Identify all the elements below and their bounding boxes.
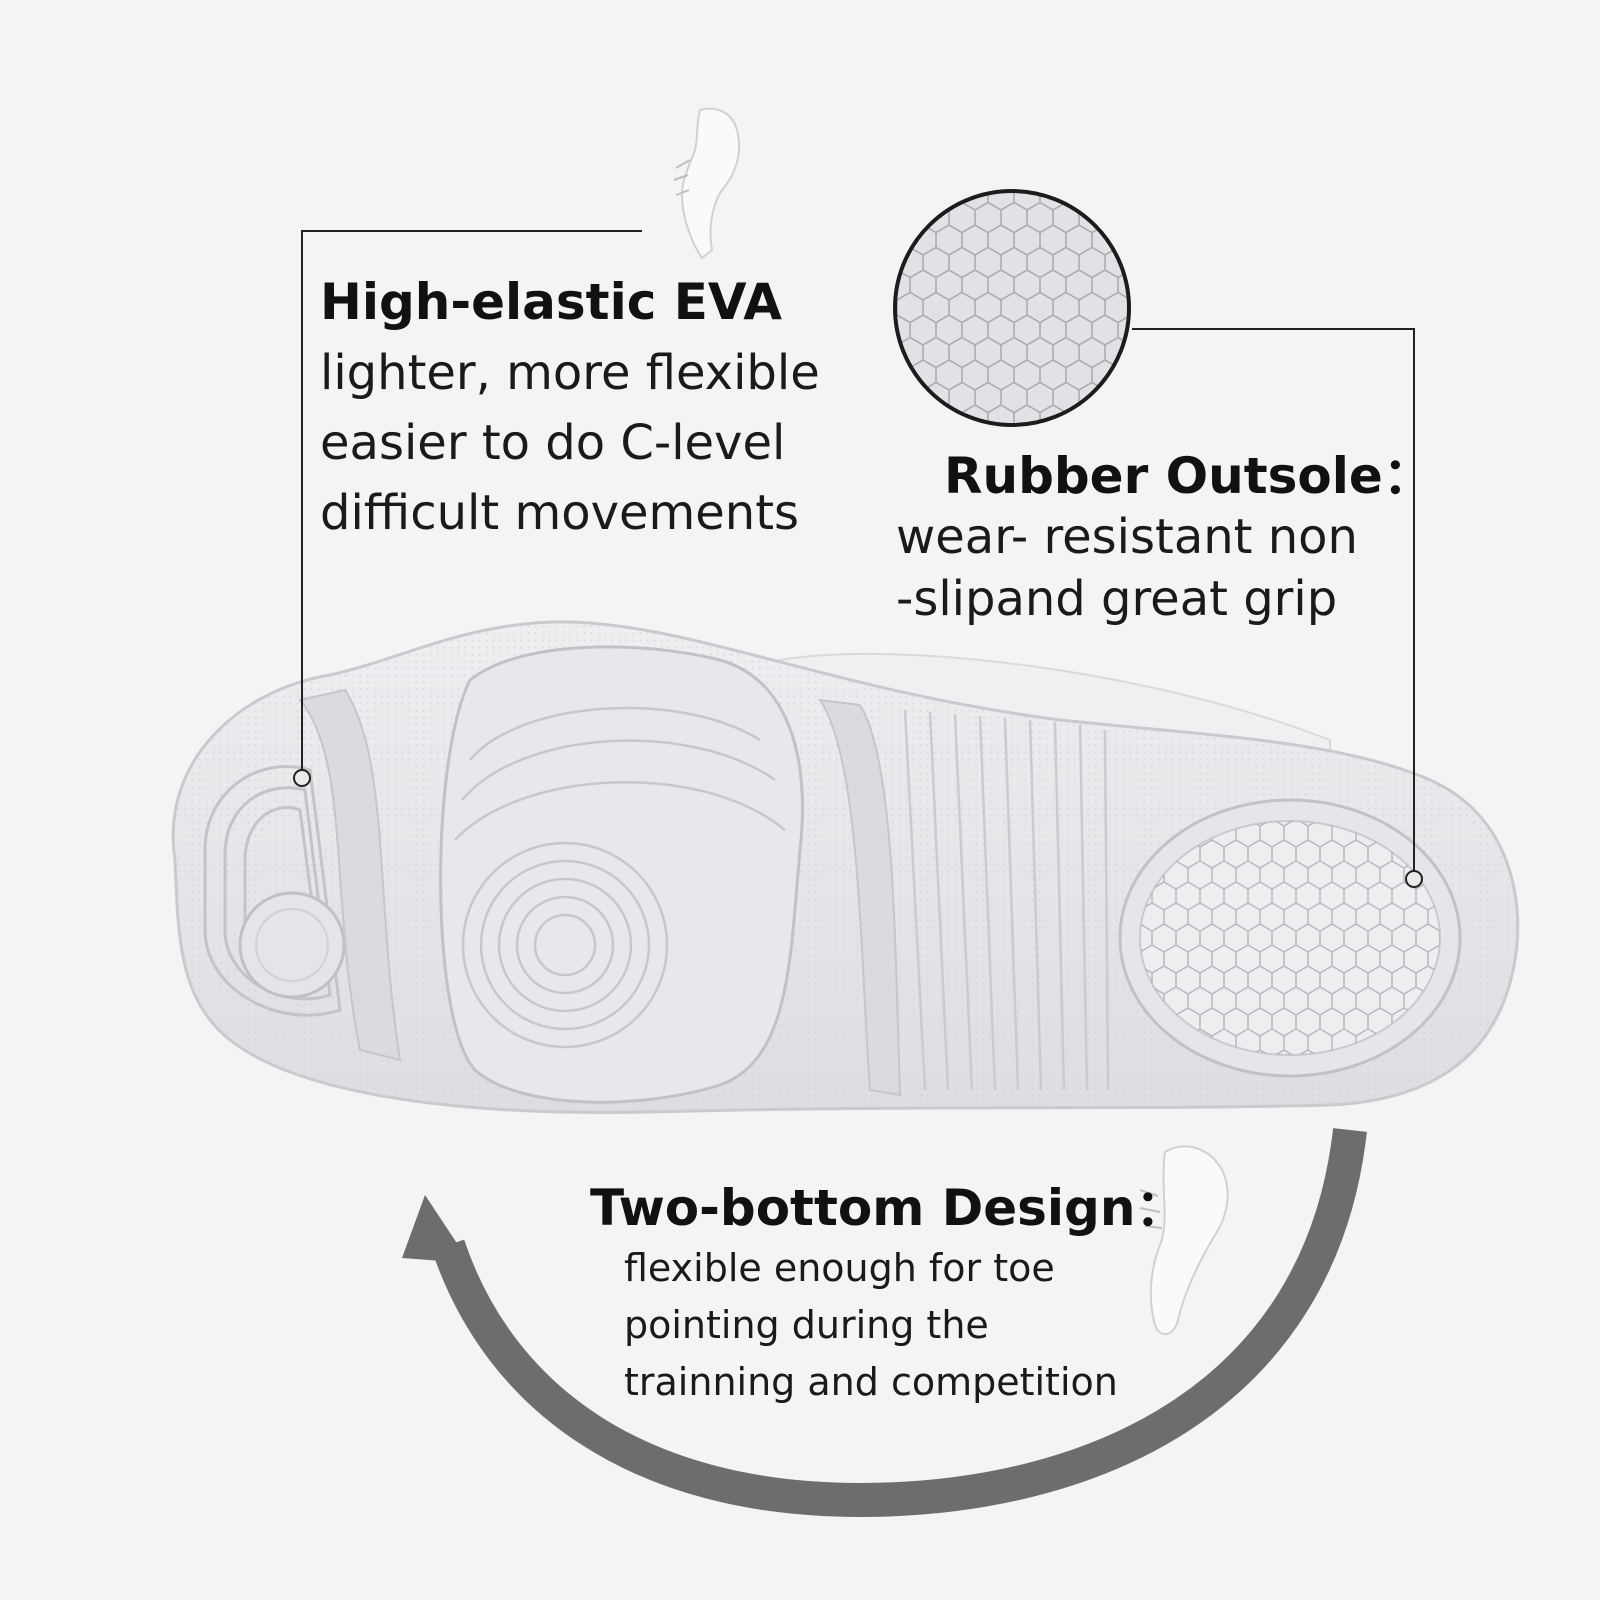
rubber-callout-line: wear- resistant non xyxy=(896,509,1358,565)
shoe-pointe-icon-bottom xyxy=(1139,1145,1229,1335)
rubber-callout-title: Rubber Outsole： xyxy=(944,447,1433,505)
two-bottom-callout-title: Two-bottom Design： xyxy=(590,1179,1186,1237)
eva-callout-line: difficult movements xyxy=(320,485,800,541)
two-bottom-callout-line: pointing during the xyxy=(624,1303,989,1347)
curved-arrow-icon xyxy=(402,1128,1367,1518)
leader-lines xyxy=(293,230,1423,888)
two-bottom-callout-line: flexible enough for toe xyxy=(624,1246,1055,1290)
shoe-pointe-icon-top xyxy=(673,107,741,260)
rubber-callout-body: wear- resistant non -slipand great grip xyxy=(896,506,1358,630)
eva-callout-title: High-elastic EVA xyxy=(320,273,782,331)
two-bottom-callout-line: trainning and competition xyxy=(624,1360,1118,1404)
shoe-sole-image xyxy=(171,620,1520,1114)
eva-callout-line: lighter, more flexible xyxy=(320,345,820,401)
eva-callout-line: easier to do C-level xyxy=(320,415,786,471)
eva-callout-body: lighter, more flexible easier to do C-le… xyxy=(320,338,820,548)
rubber-callout-line: -slipand great grip xyxy=(896,571,1338,627)
outsole-zoom-circle xyxy=(893,189,1131,427)
two-bottom-callout-body: flexible enough for toe pointing during … xyxy=(624,1240,1118,1411)
